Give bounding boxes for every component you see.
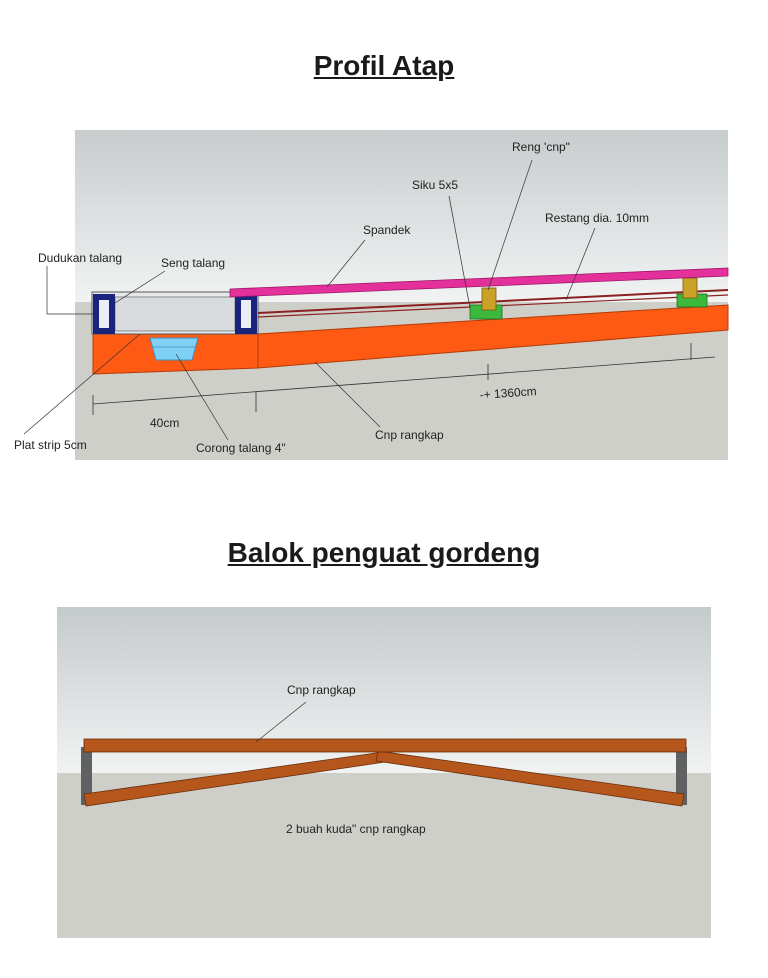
label-span: -+ 1360cm bbox=[479, 384, 537, 402]
ground-background-2 bbox=[57, 773, 711, 938]
label-corong: Corong talang 4" bbox=[196, 441, 286, 455]
post-right bbox=[676, 747, 687, 805]
corong-talang bbox=[149, 337, 199, 361]
label-plat: Plat strip 5cm bbox=[14, 438, 87, 452]
profil-atap-panel: Reng 'cnp" Siku 5x5 Restang dia. 10mm Sp… bbox=[14, 130, 729, 460]
label-spandek: Spandek bbox=[363, 223, 411, 237]
label-siku: Siku 5x5 bbox=[412, 178, 458, 192]
section-title-balok-penguat: Balok penguat gordeng bbox=[227, 537, 541, 568]
dim-line-main bbox=[92, 356, 716, 405]
leader-siku bbox=[448, 195, 471, 309]
label-restang: Restang dia. 10mm bbox=[545, 211, 649, 225]
talang-inner bbox=[114, 296, 236, 332]
leader-dudukan bbox=[46, 266, 94, 315]
diagonal-brace-right bbox=[375, 750, 685, 807]
label-cnp: Cnp rangkap bbox=[375, 428, 444, 442]
dudukan-talang-left-inner bbox=[99, 300, 109, 328]
balok-penguat-panel: Cnp rangkap 2 buah kuda" cnp rangkap bbox=[57, 607, 711, 938]
leader-cnp bbox=[314, 361, 381, 428]
leader-cnp-2 bbox=[255, 701, 307, 743]
label-dudukan: Dudukan talang bbox=[38, 251, 122, 265]
label-seng: Seng talang bbox=[161, 256, 225, 270]
label-cnp-2: Cnp rangkap bbox=[287, 683, 356, 697]
label-reng: Reng 'cnp" bbox=[512, 140, 570, 154]
dudukan-talang-right-inner bbox=[241, 300, 251, 328]
leader-seng bbox=[114, 270, 166, 304]
leader-spandek bbox=[326, 239, 366, 288]
spandek-sheet bbox=[229, 267, 729, 298]
label-kuda: 2 buah kuda" cnp rangkap bbox=[286, 822, 426, 836]
leader-corong bbox=[175, 353, 229, 441]
reng-2 bbox=[682, 277, 698, 299]
leader-reng bbox=[487, 159, 533, 291]
leader-plat bbox=[23, 333, 141, 435]
top-beam bbox=[83, 738, 687, 753]
label-40cm: 40cm bbox=[150, 416, 179, 430]
reng-1 bbox=[481, 287, 497, 311]
leader-restang bbox=[565, 227, 596, 301]
post-left bbox=[81, 747, 92, 805]
section-title-profil-atap: Profil Atap bbox=[313, 50, 455, 81]
